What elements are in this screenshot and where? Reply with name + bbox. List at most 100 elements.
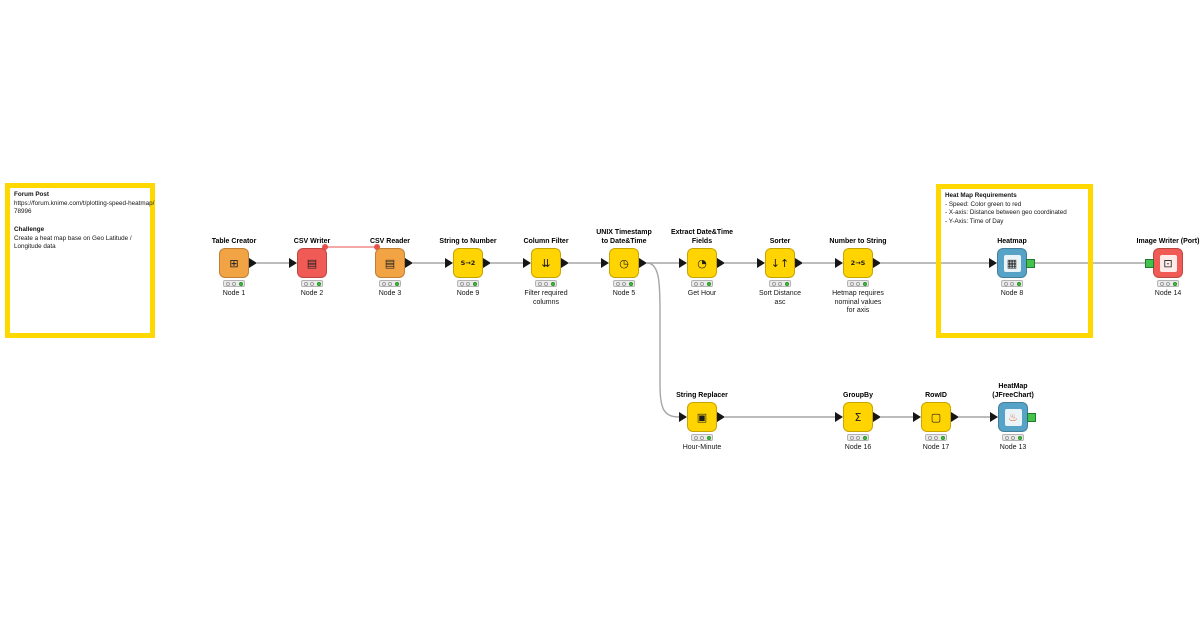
icon-chip: ♨ xyxy=(1004,408,1022,426)
output-port[interactable] xyxy=(405,258,413,268)
status-dot xyxy=(537,281,542,286)
annotation-text-line: Create a heat map base on Geo Latitude / xyxy=(14,234,132,242)
status-dot xyxy=(388,281,392,286)
status-dot-executed xyxy=(862,435,867,440)
node-status-traffic-light xyxy=(769,280,791,287)
heatmap-grid-icon: ▦ xyxy=(1006,256,1018,270)
csv-writer-icon: ▤ xyxy=(306,256,318,270)
image-output-port[interactable] xyxy=(1027,413,1036,422)
image-input-port[interactable] xyxy=(1145,259,1154,268)
node-title: Image Writer (Port) xyxy=(1098,237,1200,246)
input-port[interactable] xyxy=(523,258,531,268)
node-title: HeatMap(JFreeChart) xyxy=(943,382,1083,400)
node-image-writer[interactable]: ⊡ xyxy=(1153,248,1183,278)
input-port[interactable] xyxy=(757,258,765,268)
node-title-line: Heatmap xyxy=(997,238,1027,245)
node-table-creator[interactable]: ⊞ xyxy=(219,248,249,278)
status-dot-executed xyxy=(706,435,711,440)
status-dot xyxy=(771,281,776,286)
node-rowid[interactable]: ▢ xyxy=(921,402,951,432)
input-port[interactable] xyxy=(601,258,609,268)
output-port[interactable] xyxy=(873,258,881,268)
node-title: GroupBy xyxy=(788,391,928,400)
node-string-to-number[interactable]: S→2 xyxy=(453,248,483,278)
node-title-line: Column Filter xyxy=(523,238,569,245)
node-title-line: Image Writer (Port) xyxy=(1136,238,1200,245)
sorter-icon: ↓↑ xyxy=(770,256,790,270)
node-extract-datetime[interactable]: ◔ xyxy=(687,248,717,278)
status-dot xyxy=(700,435,704,440)
status-dot-executed xyxy=(472,281,477,286)
node-title-line: (JFreeChart) xyxy=(992,392,1034,399)
status-dot xyxy=(927,435,932,440)
node-status-traffic-light xyxy=(379,280,401,287)
status-dot-executed xyxy=(316,281,321,286)
status-dot xyxy=(693,281,698,286)
node-title: Heatmap xyxy=(942,237,1082,246)
node-unix-timestamp[interactable]: ◷ xyxy=(609,248,639,278)
node-title-line: String to Number xyxy=(439,238,497,245)
output-port[interactable] xyxy=(249,258,257,268)
annotation-text-line: - Speed: Color green to red xyxy=(945,200,1022,208)
image-output-port[interactable] xyxy=(1026,259,1035,268)
status-dot-executed xyxy=(940,435,945,440)
annotation-text-line: Longitude data xyxy=(14,243,56,251)
node-csv-writer[interactable]: ▤ xyxy=(297,248,327,278)
status-dot xyxy=(1159,281,1164,286)
node-heatmap-jfreechart[interactable]: ♨ xyxy=(998,402,1028,432)
status-dot xyxy=(1011,435,1015,440)
output-port[interactable] xyxy=(873,412,881,422)
output-port[interactable] xyxy=(717,412,725,422)
output-port[interactable] xyxy=(483,258,491,268)
node-title-line: Fields xyxy=(691,238,713,245)
node-groupby[interactable]: Σ xyxy=(843,402,873,432)
status-dot-executed xyxy=(394,281,399,286)
status-dot-executed xyxy=(706,281,711,286)
output-port[interactable] xyxy=(561,258,569,268)
input-port[interactable] xyxy=(445,258,453,268)
output-port[interactable] xyxy=(717,258,725,268)
node-label: Node 13 xyxy=(999,444,1027,451)
annotation-text-line: Challenge xyxy=(14,225,45,233)
input-port[interactable] xyxy=(989,258,997,268)
output-port[interactable] xyxy=(639,258,647,268)
node-status-traffic-light xyxy=(1157,280,1179,287)
node-csv-reader[interactable]: ▤ xyxy=(375,248,405,278)
annotation-text-line xyxy=(14,217,146,226)
status-dot-executed xyxy=(862,281,867,286)
output-port[interactable] xyxy=(951,412,959,422)
status-dot-executed xyxy=(1172,281,1177,286)
node-title: CSV Writer xyxy=(242,237,382,246)
status-dot xyxy=(934,435,938,440)
status-dot-executed xyxy=(784,281,789,286)
node-title-line: Extract Date&Time xyxy=(670,229,734,236)
input-port[interactable] xyxy=(679,412,687,422)
status-dot xyxy=(1166,281,1170,286)
node-number-to-string[interactable]: 2→S xyxy=(843,248,873,278)
input-port[interactable] xyxy=(835,258,843,268)
workflow-annotation-heatmap-requirements[interactable]: Heat Map Requirements- Speed: Color gree… xyxy=(936,184,1093,338)
annotation-text-line: Heat Map Requirements xyxy=(945,192,1017,199)
node-string-replacer[interactable]: ▣ xyxy=(687,402,717,432)
input-port[interactable] xyxy=(679,258,687,268)
node-title: String to Number xyxy=(398,237,538,246)
output-port[interactable] xyxy=(795,258,803,268)
node-status-traffic-light xyxy=(691,280,713,287)
node-sorter[interactable]: ↓↑ xyxy=(765,248,795,278)
node-title: String Replacer xyxy=(632,391,772,400)
input-port[interactable] xyxy=(289,258,297,268)
node-column-filter[interactable]: ⇊ xyxy=(531,248,561,278)
annotation-text-line: 78996 xyxy=(14,208,32,216)
input-port[interactable] xyxy=(990,412,998,422)
input-port[interactable] xyxy=(913,412,921,422)
status-dot xyxy=(856,435,860,440)
input-port[interactable] xyxy=(835,412,843,422)
connection-wire[interactable] xyxy=(646,262,680,418)
node-status-traffic-light xyxy=(691,434,713,441)
status-dot xyxy=(622,281,626,286)
status-dot xyxy=(856,281,860,286)
